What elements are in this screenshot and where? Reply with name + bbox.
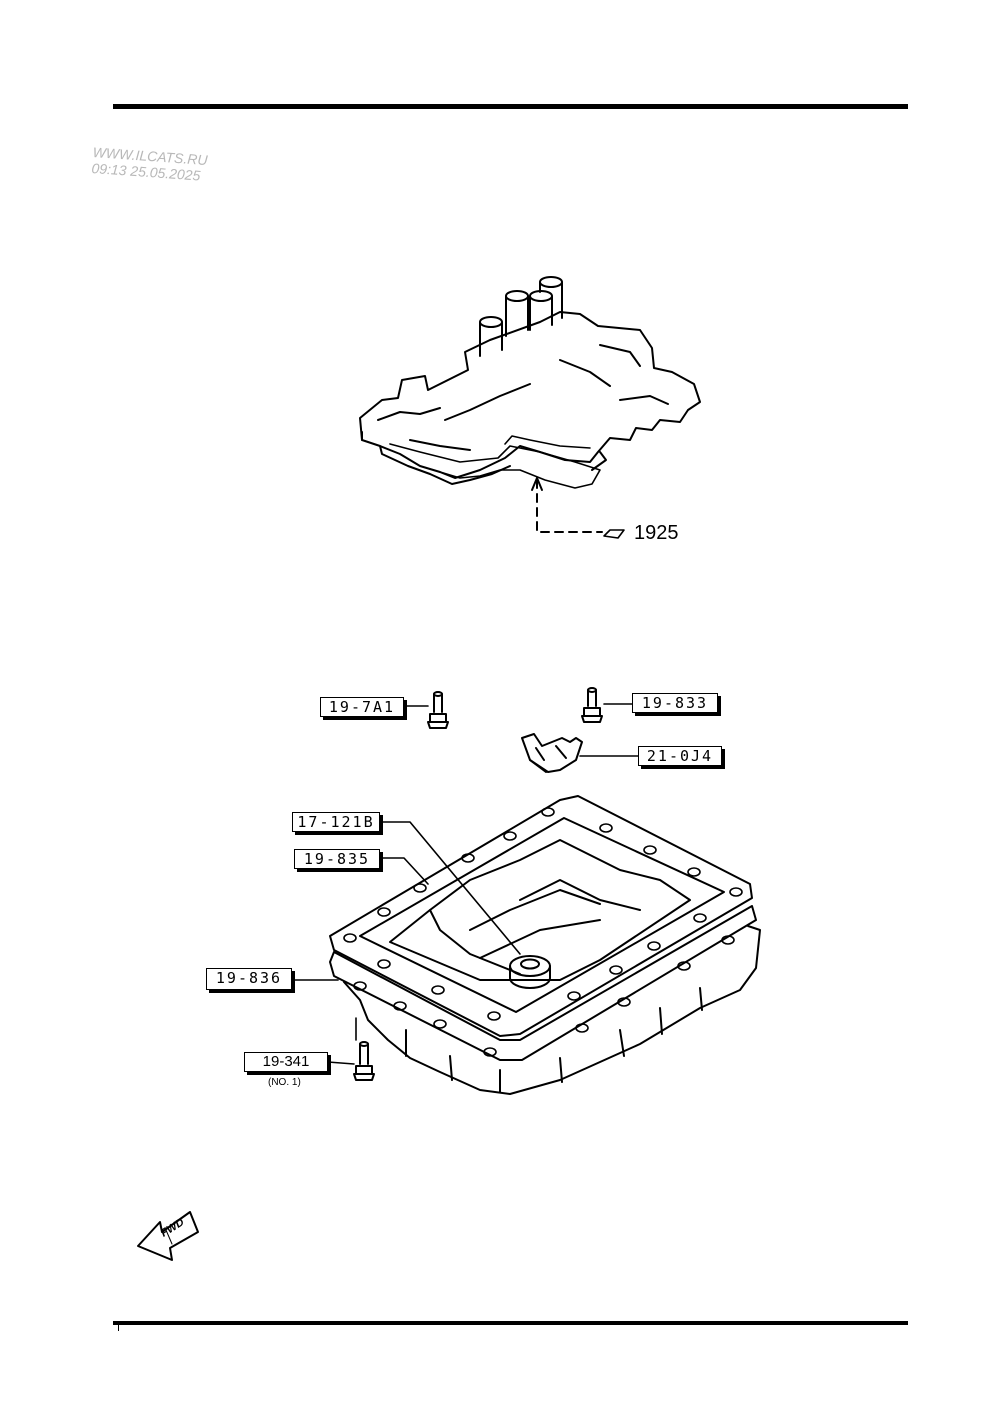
forward-direction-arrow-icon: [137, 1211, 199, 1261]
bottom-tick-mark: [118, 1325, 119, 1331]
oil-pan-illustration: [329, 795, 761, 1095]
callout-19-835: 19-835: [294, 849, 380, 869]
callout-leaders: [291, 821, 521, 1041]
callout-19-341-note: (NO. 1): [268, 1077, 301, 1088]
bolt-19-7A1-illustration: [404, 691, 449, 729]
drain-bolt-19-341-illustration: [327, 1041, 375, 1081]
callout-19-7A1: 19-7A1: [320, 697, 404, 717]
valve-body-illustration: [359, 276, 701, 539]
callout-1925: 1925: [634, 522, 679, 544]
callout-19-833: 19-833: [632, 693, 718, 713]
clip-21-0J4-illustration: [521, 733, 639, 773]
top-border-rule: [113, 104, 908, 109]
bolt-19-833-illustration: [581, 687, 633, 723]
callout-19-836: 19-836: [206, 968, 292, 990]
callout-21-0J4: 21-0J4: [638, 746, 722, 766]
bottom-border-rule: [113, 1321, 908, 1325]
callout-17-121B: 17-121B: [292, 812, 380, 832]
callout-19-341: 19-341: [244, 1052, 328, 1072]
